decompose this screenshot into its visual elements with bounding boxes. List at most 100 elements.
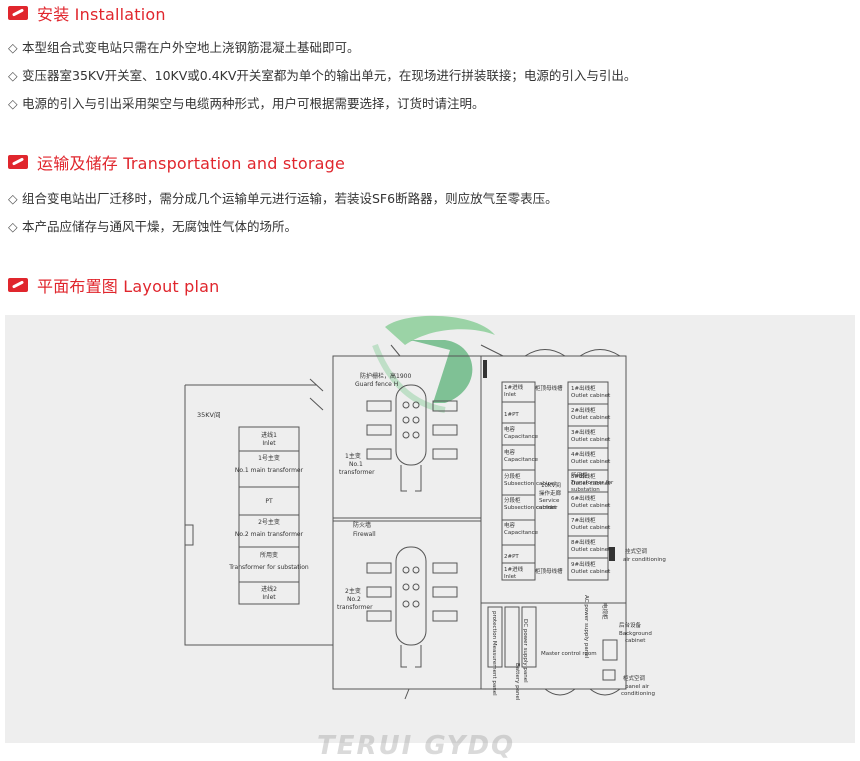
cabinet-en: Inlet <box>262 594 276 601</box>
layout-title: 平面布置图 Layout plan <box>37 277 220 296</box>
switchgear-cell-en: Subsection cabinet <box>504 481 557 487</box>
air-cond-en: air conditioning <box>623 557 666 563</box>
switchgear-cell-cn: 分段柜 <box>504 472 521 480</box>
transformer-1-en: transformer <box>339 469 375 476</box>
ac-power-label: AC power supply panel <box>583 595 589 659</box>
outlet-cabinet-cn: 7#出线柜 <box>571 516 596 524</box>
outlet-cabinet-en: Outlet cabinet <box>571 459 611 465</box>
outlet-cabinet-cn: 1#出线柜 <box>571 384 596 392</box>
battery-label: Battery panel <box>514 663 520 701</box>
list-item: ◇变压器室35KV开关室、10KV或0.4KV开关室都为单个的输出单元，在现场进… <box>8 62 860 90</box>
diamond-icon: ◇ <box>8 68 18 83</box>
diamond-icon: ◇ <box>8 219 18 234</box>
corridor-cn: 10KV间 <box>541 481 561 489</box>
installation-title: 安装 Installation <box>37 5 166 24</box>
switchgear-grid <box>501 381 609 581</box>
installation-list: ◇本型组合式变电站只需在户外空地上浇钢筋混凝土基础即可。 ◇变压器室35KV开关… <box>0 34 860 118</box>
cabinet-cn: 2号主变 <box>258 518 280 526</box>
list-item: ◇电源的引入与引出采用架空与电缆两种形式，用户可根据需要选择，订货时请注明。 <box>8 90 860 118</box>
layout-section: 平面布置图 Layout plan <box>0 273 860 297</box>
background-en: cabinet <box>625 638 646 644</box>
outlet-cabinet-cn: 9#出线柜 <box>571 560 596 568</box>
switchgear-cell-en: Capacitance <box>504 457 539 463</box>
logo-emblem <box>372 315 495 413</box>
cabinet-cn: 1号主变 <box>258 454 280 462</box>
outlet-cabinet-en: Outlet cabinet <box>571 437 611 443</box>
section-icon <box>8 6 28 20</box>
cabinet-en: No.1 main transformer <box>235 467 304 474</box>
protection-panel-label: protection Measurement panel <box>491 611 497 696</box>
firewall-cn: 防火墙 <box>353 521 371 529</box>
transformer-1-symbol <box>366 384 458 492</box>
cabinet-cn: 进线2 <box>261 585 277 593</box>
corridor-en: Service <box>539 498 560 504</box>
cabinet-en: Inlet <box>262 440 276 447</box>
transport-heading: 运输及储存 Transportation and storage <box>0 150 860 174</box>
dc-power-label: DC power supply panel <box>522 619 528 683</box>
switchgear-cell-en: Subsection cabinet <box>504 505 557 511</box>
small-cabinet-label: 电视柜 <box>601 603 609 620</box>
outlet-cabinet-en: Outlet cabinet <box>571 481 611 487</box>
switchgear-cell-en: 2#PT <box>504 554 519 560</box>
transport-section: 运输及储存 Transportation and storage <box>0 150 860 174</box>
guard-fence-cn: 防护栅栏，高1900 <box>360 372 411 380</box>
floor-plan: 35KV间 进线1 Inlet 1号主变 No.1 main transform… <box>184 315 666 701</box>
layout-heading: 平面布置图 Layout plan <box>0 273 860 297</box>
section-icon <box>8 278 28 292</box>
panel-air-cn: 柜式空调 <box>623 674 646 682</box>
cabinet-en: No.2 main transformer <box>235 531 304 538</box>
firewall-en: Firewall <box>353 531 376 538</box>
watermark-text: TERUI GYDQ <box>317 731 516 761</box>
transformer-2-cn: 2主变 <box>345 587 361 595</box>
list-item: ◇本型组合式变电站只需在户外空地上浇钢筋混凝土基础即可。 <box>8 34 860 62</box>
background-en: Background <box>619 631 652 637</box>
left-cabinet-column <box>238 426 300 605</box>
outlet-cabinet-en: Outlet cabinet <box>571 569 611 575</box>
master-control-label: Master control room <box>541 651 597 657</box>
busbar-label: 柜顶母线槽 <box>535 384 563 392</box>
panel-air-en: conditioning <box>621 691 655 697</box>
transformer-2-en: transformer <box>337 604 373 611</box>
tfs-en: Transformer for <box>570 480 614 486</box>
diamond-icon: ◇ <box>8 96 18 111</box>
outlet-cabinet-cn: 3#出线柜 <box>571 428 596 436</box>
cabinet-cn: 进线1 <box>261 431 277 439</box>
transport-title: 运输及储存 Transportation and storage <box>37 154 346 173</box>
switch-room-wall <box>480 355 627 690</box>
switchgear-cell-cn: 1#进线 <box>504 383 524 391</box>
installation-section: 安装 Installation <box>0 1 860 25</box>
guard-fence-en: Guard fence H <box>355 381 398 388</box>
outlet-cabinet-en: Outlet cabinet <box>571 415 611 421</box>
outlet-cabinet-cn: 2#出线柜 <box>571 406 596 414</box>
air-cond-cn: 挂式空调 <box>625 547 648 555</box>
switchgear-cell-cn: 分段柜 <box>504 496 521 504</box>
switchgear-cell-en: Inlet <box>504 574 517 580</box>
outlet-cabinet-cn: 5#出线柜 <box>571 472 596 480</box>
background-cn: 后台设备 <box>619 621 642 629</box>
outlet-cabinet-cn: 4#出线柜 <box>571 450 596 458</box>
switchgear-cell-cn: 1#进线 <box>504 565 524 573</box>
switchgear-cell-cn: 电容 <box>504 425 516 433</box>
diamond-icon: ◇ <box>8 40 18 55</box>
outlet-cabinet-en: Outlet cabinet <box>571 503 611 509</box>
section-icon <box>8 155 28 169</box>
installation-heading: 安装 Installation <box>0 1 860 25</box>
switchgear-cell-cn: 电容 <box>504 521 516 529</box>
diamond-icon: ◇ <box>8 191 18 206</box>
outlet-cabinet-cn: 8#出线柜 <box>571 538 596 546</box>
switchgear-cell-en: Inlet <box>504 392 517 398</box>
list-item: ◇组合变电站出厂迁移时，需分成几个运输单元进行运输，若装设SF6断路器，则应放气… <box>8 185 860 213</box>
panel-air-en: panel air <box>625 684 650 690</box>
outlet-cabinet-en: Outlet cabinet <box>571 547 611 553</box>
transformer-2-en: No.2 <box>347 596 361 603</box>
cabinet-en: Transformer for substation <box>228 564 309 571</box>
corridor-cn: 操作走廊 <box>539 489 562 497</box>
room-35kv-label: 35KV间 <box>197 411 220 419</box>
outlet-cabinet-en: Outlet cabinet <box>571 525 611 531</box>
cabinet-en: PT <box>265 498 273 505</box>
transformer-1-en: No.1 <box>349 461 363 468</box>
tfs-en: substation <box>571 487 600 493</box>
transport-list: ◇组合变电站出厂迁移时，需分成几个运输单元进行运输，若装设SF6断路器，则应放气… <box>0 185 860 241</box>
busbar-label: 柜顶母线槽 <box>535 567 563 575</box>
corridor-en: corridor <box>536 505 558 511</box>
